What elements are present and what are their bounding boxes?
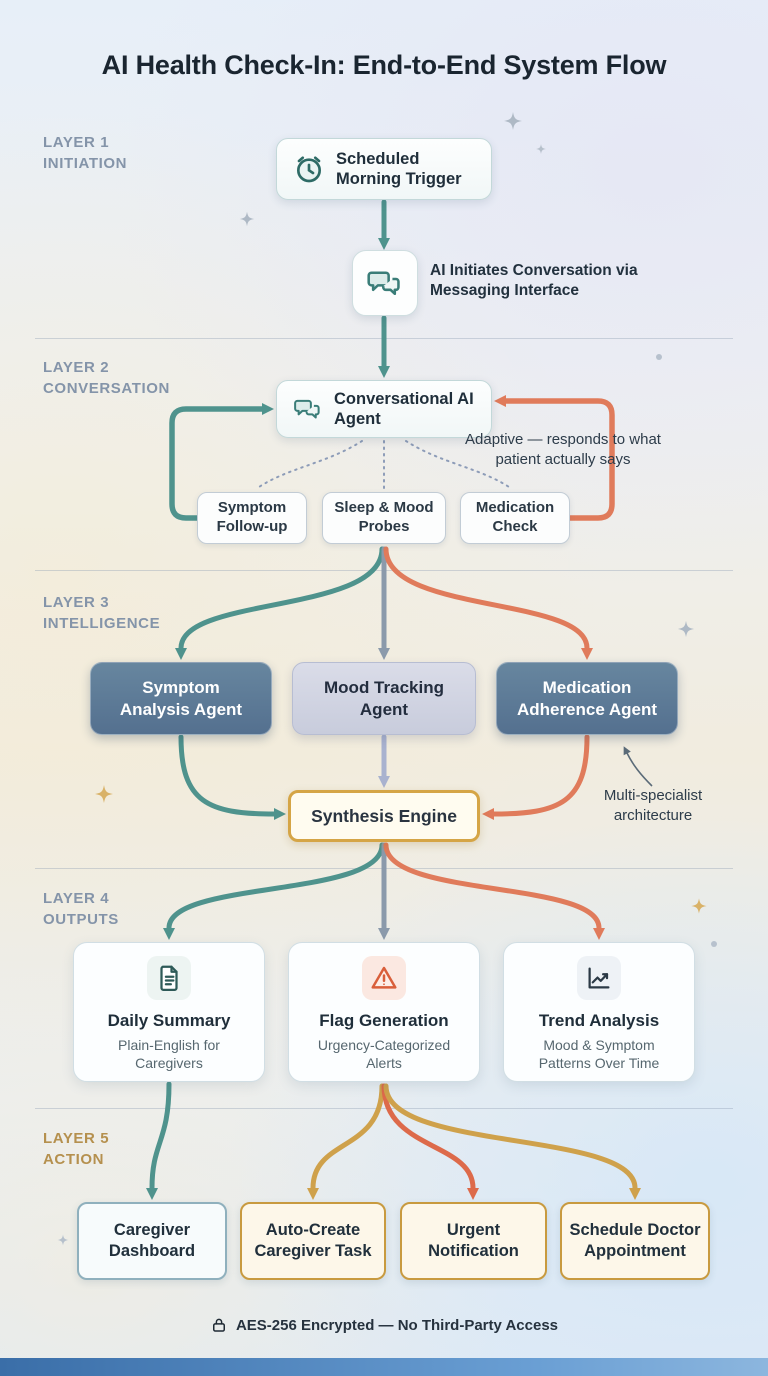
urgent-notification-node: Urgent Notification (400, 1202, 547, 1280)
medication-adherence-agent-node: Medication Adherence Agent (496, 662, 678, 735)
schedule-appointment-label: Schedule Doctor Appointment (569, 1221, 701, 1260)
initiate-note: AI Initiates Conversation via Messaging … (430, 262, 638, 300)
bottom-accent-bar (0, 1358, 768, 1376)
layer-divider-4 (35, 1108, 733, 1109)
medication-adherence-agent-label: Medication Adherence Agent (516, 678, 658, 719)
caregiver-dashboard-label: Caregiver Dashboard (108, 1221, 196, 1260)
multi-specialist-note: Multi-specialist architecture (603, 787, 703, 824)
trend-analysis-node: Trend Analysis Mood & Symptom Patterns O… (503, 942, 695, 1082)
layer-4-label: LAYER 4 OUTPUTS (43, 888, 119, 930)
auto-create-task-node: Auto-Create Caregiver Task (240, 1202, 386, 1280)
layer-1-name: INITIATION (43, 155, 128, 172)
symptom-analysis-agent-node: Symptom Analysis Agent (90, 662, 272, 735)
chat-bubbles-icon (366, 264, 404, 302)
schedule-appointment-node: Schedule Doctor Appointment (560, 1202, 710, 1280)
layer-1-tag: LAYER 1 (43, 134, 110, 151)
document-icon (147, 956, 191, 1000)
messaging-node (352, 250, 418, 316)
flag-generation-node: Flag Generation Urgency-Categorized Aler… (288, 942, 480, 1082)
layer-2-tag: LAYER 2 (43, 359, 110, 376)
layer-5-tag: LAYER 5 (43, 1130, 110, 1147)
alarm-clock-icon (293, 153, 325, 185)
layer-2-label: LAYER 2 CONVERSATION (43, 357, 170, 399)
caregiver-dashboard-node: Caregiver Dashboard (77, 1202, 227, 1280)
layer-2-name: CONVERSATION (43, 380, 170, 397)
mood-tracking-agent-label: Mood Tracking Agent (324, 678, 444, 719)
trend-analysis-title: Trend Analysis (538, 1011, 660, 1030)
daily-summary-title: Daily Summary (107, 1011, 231, 1030)
mood-tracking-agent-node: Mood Tracking Agent (292, 662, 476, 735)
layer-4-tag: LAYER 4 (43, 890, 110, 907)
symptom-analysis-agent-label: Symptom Analysis Agent (119, 678, 243, 719)
flag-generation-subtitle: Urgency-Categorized Alerts (317, 1037, 451, 1072)
trend-chart-icon (577, 956, 621, 1000)
layer-1-label: LAYER 1 INITIATION (43, 132, 127, 174)
chat-bubbles-icon (293, 394, 323, 424)
security-footer-text: AES-256 Encrypted — No Third-Party Acces… (235, 1316, 559, 1334)
flag-generation-title: Flag Generation (319, 1011, 449, 1030)
warning-icon (362, 956, 406, 1000)
sparkle-decorations (57, 112, 717, 1246)
layer-5-name: ACTION (43, 1151, 105, 1168)
scheduled-trigger-node: Scheduled Morning Trigger (276, 138, 492, 200)
probe-sleep-mood: Sleep & Mood Probes (322, 492, 446, 544)
daily-summary-subtitle: Plain-English for Caregivers (118, 1037, 220, 1072)
synthesis-engine-node: Synthesis Engine (288, 790, 480, 842)
urgent-notification-label: Urgent Notification (428, 1221, 519, 1260)
lock-icon (210, 1316, 228, 1334)
daily-summary-node: Daily Summary Plain-English for Caregive… (73, 942, 265, 1082)
trigger-label: Scheduled Morning Trigger (336, 149, 462, 188)
probe-symptom-followup: Symptom Follow-up (197, 492, 307, 544)
layer-3-name: INTELLIGENCE (43, 615, 161, 632)
conversational-agent-label: Conversational AI Agent (334, 389, 474, 428)
adaptive-note: Adaptive — responds to what patient actu… (465, 431, 661, 468)
security-footer: AES-256 Encrypted — No Third-Party Acces… (0, 1316, 768, 1334)
layer-5-label: LAYER 5 ACTION (43, 1128, 109, 1170)
page-title: AI Health Check-In: End-to-End System Fl… (101, 50, 667, 80)
conversational-agent-node: Conversational AI Agent (276, 380, 492, 438)
trend-analysis-subtitle: Mood & Symptom Patterns Over Time (538, 1037, 660, 1072)
probe-medication-check: Medication Check (460, 492, 570, 544)
layer-4-name: OUTPUTS (43, 911, 119, 928)
layer-3-tag: LAYER 3 (43, 594, 110, 611)
auto-create-task-label: Auto-Create Caregiver Task (254, 1221, 372, 1260)
layer-3-label: LAYER 3 INTELLIGENCE (43, 592, 160, 634)
